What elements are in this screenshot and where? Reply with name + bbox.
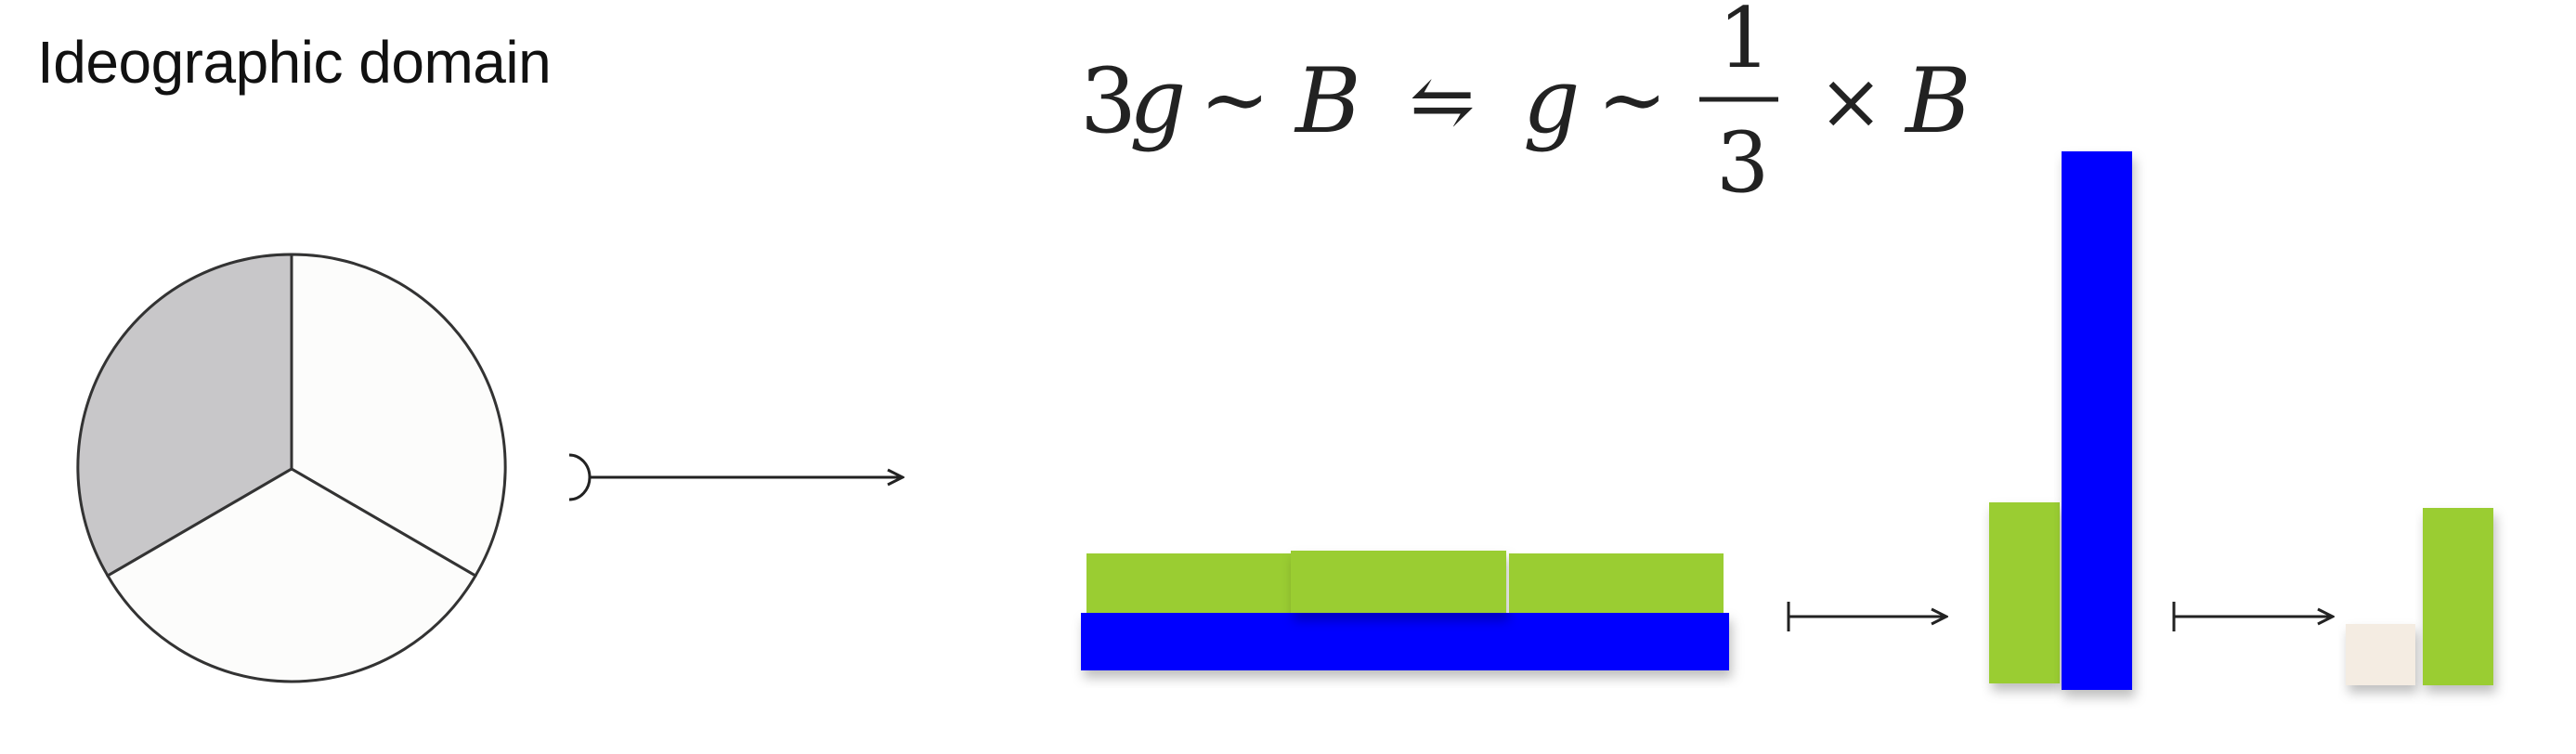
green-rod-result xyxy=(2423,508,2493,685)
green-rod-3 xyxy=(1509,553,1724,613)
green-rod-standing xyxy=(1989,502,2060,683)
rod-group-vertical xyxy=(1989,151,2132,690)
mapsto-arrow-2 xyxy=(2172,602,2333,631)
pie-diagram xyxy=(76,253,507,683)
green-rod-2 xyxy=(1291,551,1506,613)
formula-mid-var: B xyxy=(1294,49,1361,153)
formula-rhs-var: g xyxy=(1523,49,1580,153)
pie-slice-right xyxy=(290,253,507,578)
pie-slice-shaded xyxy=(76,253,293,578)
pie-slice-bottom xyxy=(105,467,478,683)
formula-sim-2: ∼ xyxy=(1597,51,1667,149)
cream-cube xyxy=(2346,624,2415,685)
rod-group-horizontal xyxy=(1081,551,1729,670)
formula: 3 g ∼ B ⇋ g ∼ 1 3 × B xyxy=(1080,0,1971,212)
formula-lhs-coef: 3 xyxy=(1080,49,1137,153)
blue-rod-long xyxy=(1081,613,1729,670)
formula-relation: ⇋ xyxy=(1410,56,1475,147)
hook-arrow xyxy=(568,453,903,501)
formula-rhs-end: B xyxy=(1904,49,1971,153)
page-title: Ideographic domain xyxy=(37,29,552,96)
formula-lhs-var: g xyxy=(1129,49,1186,153)
formula-frac-num: 1 xyxy=(1718,0,1771,87)
hook-arrow-tail xyxy=(568,453,592,501)
mapsto-arrow-1 xyxy=(1787,602,1946,631)
blue-rod-standing xyxy=(2062,151,2132,690)
rod-group-result xyxy=(2346,508,2493,685)
formula-times: × xyxy=(1818,56,1883,147)
formula-sim-1: ∼ xyxy=(1200,51,1269,149)
formula-frac-den: 3 xyxy=(1716,114,1769,212)
green-rod-1 xyxy=(1086,553,1291,613)
